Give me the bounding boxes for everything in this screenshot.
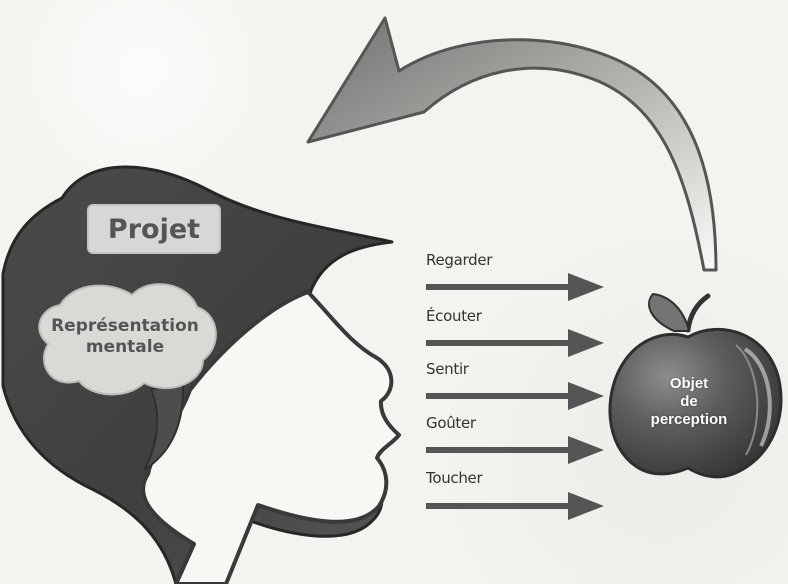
- projet-label: Projet: [107, 213, 201, 245]
- feedback-curved-arrow: [306, 16, 718, 272]
- sense-arrows: [426, 273, 604, 520]
- arrow-regarder: [426, 273, 604, 301]
- apple-body: [608, 327, 783, 479]
- arrow-ecouter: [426, 329, 604, 357]
- apple-leaf: [648, 292, 691, 332]
- sense-label-regarder: Regarder: [426, 251, 493, 269]
- arrow-gouter: [426, 436, 604, 464]
- apple-object: [608, 292, 783, 479]
- representation-mentale-label: Représentation mentale: [51, 316, 199, 357]
- apple-highlight: [743, 347, 772, 447]
- representation-cloud: [38, 283, 217, 396]
- arrow-toucher: [426, 492, 604, 520]
- sense-label-gouter: Goûter: [426, 414, 476, 432]
- apple-stem: [685, 293, 711, 333]
- sense-label-sentir: Sentir: [426, 360, 469, 378]
- hair-front: [143, 383, 185, 471]
- arrow-sentir: [426, 382, 604, 410]
- objet-de-perception-label: Objet de perception: [650, 374, 728, 429]
- sense-label-ecouter: Écouter: [426, 307, 482, 325]
- apple-rim: [735, 344, 759, 456]
- sense-label-toucher: Toucher: [426, 469, 483, 487]
- projet-box: [87, 204, 221, 254]
